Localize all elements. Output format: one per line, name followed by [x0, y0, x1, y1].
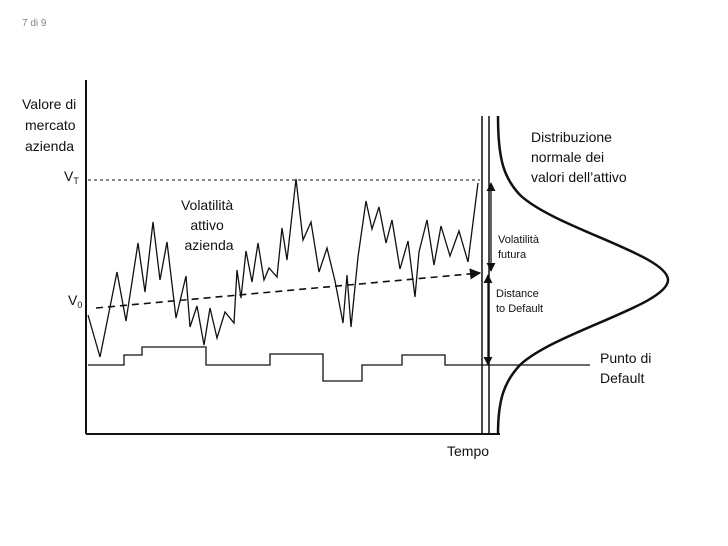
vt-label: VT — [64, 168, 79, 186]
x-axis-label: Tempo — [447, 443, 489, 459]
default-barrier-line — [88, 346, 590, 382]
v0-label: V0 — [68, 292, 82, 310]
y-axis-label: Valore di mercato azienda — [22, 96, 80, 154]
future-volatility-label: Volatilità futura — [498, 234, 542, 261]
page-counter: 7 di 9 — [22, 18, 47, 29]
distribution-label: Distribuzione normale dei valori dell’at… — [531, 129, 627, 185]
distance-to-default-label: Distance to Default — [496, 288, 543, 315]
asset-value-path — [87, 178, 479, 358]
normal-distribution-curve — [496, 115, 670, 435]
asset-volatility-label: Volatilità attivo azienda — [181, 197, 237, 253]
expected-value-trend-arrow — [95, 268, 482, 309]
default-point-label: Punto di Default — [600, 350, 655, 386]
